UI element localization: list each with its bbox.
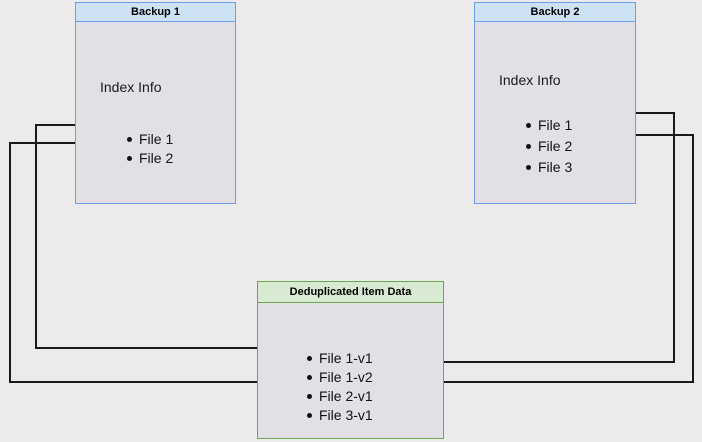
list-item[interactable]: File 1 [525,115,572,136]
deduplicated-item-data-header: Deduplicated Item Data [258,282,443,303]
list-item[interactable]: File 3-v1 [306,406,373,425]
list-item[interactable]: File 1 [126,130,173,149]
backup-1-index-label: Index Info [100,79,162,95]
backup-2-node[interactable]: Backup 2 Index Info File 1 File 2 File 3 [474,2,636,204]
backup-2-body: Index Info File 1 File 2 File 3 [475,22,635,203]
deduplicated-item-data-body: File 1-v1 File 1-v2 File 2-v1 File 3-v1 [258,303,443,438]
backup-1-body: Index Info File 1 File 2 [76,22,235,203]
backup-1-node[interactable]: Backup 1 Index Info File 1 File 2 [75,2,236,204]
backup-2-header: Backup 2 [475,3,635,22]
list-item[interactable]: File 1-v1 [306,349,373,368]
list-item[interactable]: File 3 [525,157,572,178]
deduplicated-item-data-node[interactable]: Deduplicated Item Data File 1-v1 File 1-… [257,281,444,439]
backup-1-file-list: File 1 File 2 [126,130,173,168]
list-item[interactable]: File 2 [525,136,572,157]
list-item[interactable]: File 1-v2 [306,368,373,387]
backup-1-header: Backup 1 [76,3,235,22]
list-item[interactable]: File 2-v1 [306,387,373,406]
backup-2-index-label: Index Info [499,72,561,88]
deduplicated-item-list: File 1-v1 File 1-v2 File 2-v1 File 3-v1 [306,349,373,425]
backup-2-file-list: File 1 File 2 File 3 [525,115,572,178]
list-item[interactable]: File 2 [126,149,173,168]
